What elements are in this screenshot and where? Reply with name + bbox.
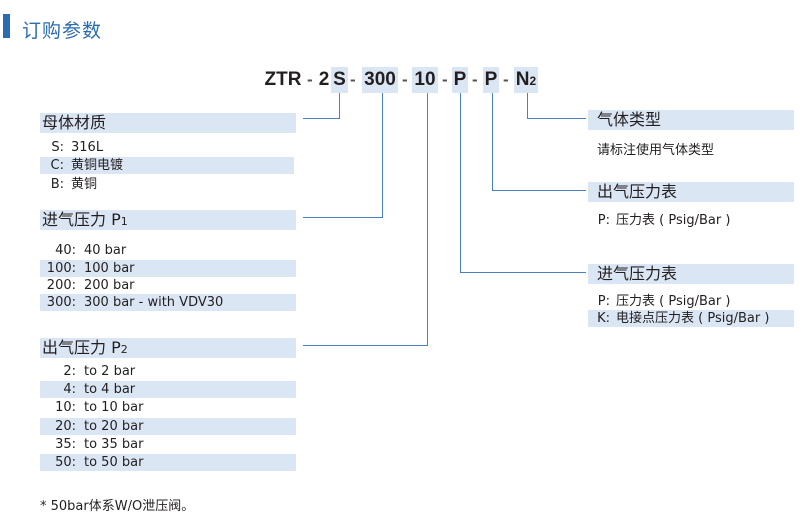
list-item: 50: to 50 bar: [40, 454, 296, 471]
list-item: 10: to 10 bar: [55, 400, 144, 415]
code-version: 2: [318, 69, 330, 90]
list-item: 200: 200 bar: [46, 278, 135, 293]
code-separator: -: [307, 70, 313, 89]
model-code: ZTR - 2 S - 300 - 10 - P - P - N2: [0, 67, 800, 93]
code-separator: -: [402, 70, 408, 89]
code-outlet-pressure: 10: [412, 67, 438, 93]
code-outlet-gauge: P: [483, 67, 499, 93]
footnote: * 50bar体系W/O泄压阀。: [40, 499, 195, 514]
inlet-gauge-title: 进气压力表: [597, 264, 678, 283]
code-inlet-gauge: P: [452, 67, 468, 93]
code-separator: -: [503, 70, 509, 89]
list-item: S: 316L: [51, 140, 104, 155]
code-body-material: S: [331, 67, 348, 93]
list-item: C: 黄铜电镀: [40, 157, 294, 174]
list-item: 4: to 4 bar: [40, 381, 296, 398]
list-item: P: 压力表 ( Psig/Bar ): [597, 213, 731, 228]
code-separator: -: [350, 70, 356, 89]
outlet-gauge-title: 出气压力表: [597, 182, 678, 201]
inlet-pressure-title: 进气压力 P1: [42, 210, 128, 229]
code-separator: -: [442, 70, 448, 89]
code-inlet-pressure: 300: [362, 67, 398, 93]
list-item: 300: 300 bar - with VDV30: [40, 294, 296, 311]
section-band: [40, 210, 296, 230]
section-band: [588, 264, 794, 284]
list-item: 20: to 20 bar: [40, 418, 296, 435]
code-separator: -: [472, 70, 478, 89]
list-item: 40: 40 bar: [55, 243, 127, 258]
section-band: [40, 113, 296, 133]
body-material-title: 母体材质: [42, 113, 107, 132]
list-item: 35: to 35 bar: [55, 437, 144, 452]
outlet-pressure-title: 出气压力 P2: [42, 338, 128, 357]
list-item: 100: 100 bar: [40, 260, 296, 277]
gas-type-description: 请标注使用气体类型: [597, 143, 715, 158]
section-band: [40, 338, 296, 358]
list-item: P: 压力表 ( Psig/Bar ): [597, 294, 731, 309]
list-item: B: 黄铜: [50, 177, 98, 192]
section-band: [588, 110, 794, 130]
section-band: [588, 182, 794, 202]
code-gas-type: N2: [514, 67, 538, 93]
list-item: K: 电接点压力表 ( Psig/Bar ): [588, 310, 794, 327]
gas-type-title: 气体类型: [597, 110, 662, 129]
page-title: 订购参数: [22, 20, 103, 42]
header-accent-bar: [3, 14, 10, 38]
list-item: 2: to 2 bar: [63, 364, 136, 379]
code-series: ZTR: [264, 69, 302, 90]
